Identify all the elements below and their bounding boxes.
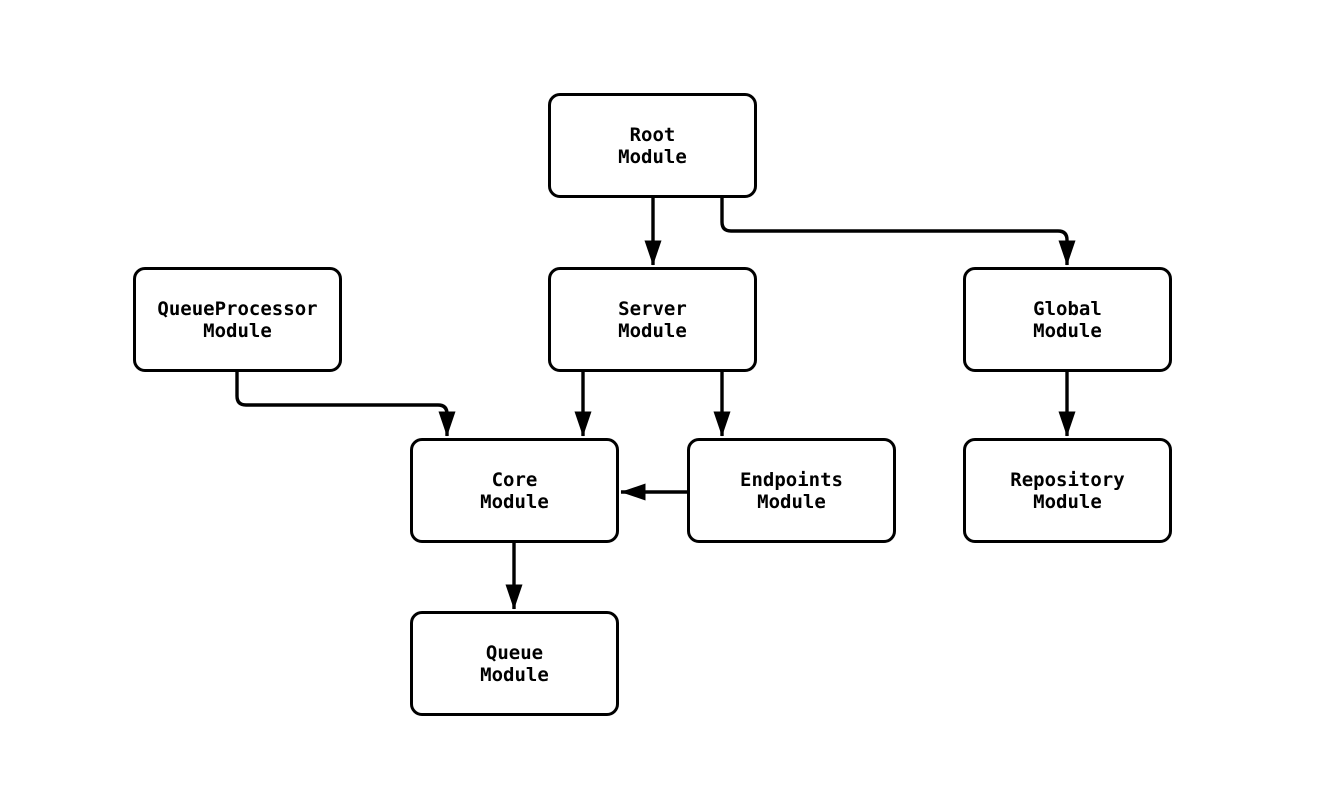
edge-root-module-to-global-module xyxy=(720,198,1076,266)
node-label-line: QueueProcessor xyxy=(157,297,318,320)
node-label-line: Module xyxy=(1033,319,1102,342)
node-label-line: Module xyxy=(757,490,826,513)
node-label-line: Endpoints xyxy=(740,468,843,491)
node-label-line: Module xyxy=(618,319,687,342)
node-label-line: Root xyxy=(629,123,676,146)
node-label-line: Module xyxy=(1033,490,1102,513)
node-label-line: Server xyxy=(618,297,687,320)
node-label-line: Module xyxy=(480,490,549,513)
node-label-line: Core xyxy=(491,468,538,491)
node-label-line: Module xyxy=(203,319,272,342)
node-label-line: Queue xyxy=(485,641,544,664)
edge-queueprocessor-module-to-core-module xyxy=(235,372,456,437)
node-label-line: Global xyxy=(1033,297,1102,320)
node-label-line: Repository xyxy=(1010,468,1125,491)
node-label-line: Module xyxy=(480,663,549,686)
node-label-line: Module xyxy=(618,145,687,168)
